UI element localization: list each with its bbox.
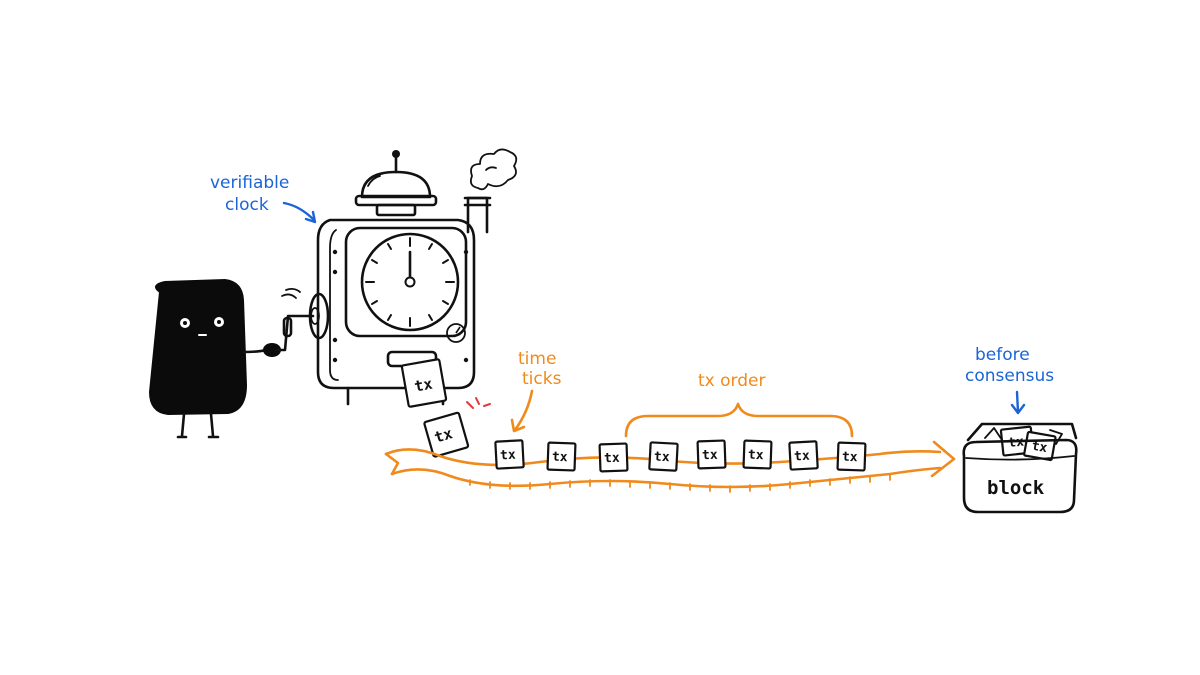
pressure-gauge-icon xyxy=(446,323,466,343)
tape-tx-card: tx xyxy=(598,442,629,473)
tx-order-annotation: tx order xyxy=(624,371,854,438)
character-right-leg-icon xyxy=(207,412,220,439)
bell-icon xyxy=(354,150,438,217)
tape-tx-list: tx tx tx tx tx tx tx tx xyxy=(494,439,867,473)
falling-tx-label: tx xyxy=(432,424,454,446)
verifiable-clock-arrowhead-icon xyxy=(304,210,317,224)
printing-tx-card: tx xyxy=(400,358,448,408)
tx-order-label: tx order xyxy=(698,371,765,391)
time-ticks-annotation: time ticks xyxy=(510,349,562,433)
character-arm-icon xyxy=(242,348,268,354)
tape-tx-card: tx xyxy=(742,439,773,470)
tape-tx-card: tx xyxy=(788,440,819,471)
tape-tx-label: tx xyxy=(552,450,568,466)
character-left-leg-icon xyxy=(176,412,188,439)
tape-tx-label: tx xyxy=(654,450,671,466)
block-tx-label: tx xyxy=(1030,439,1048,457)
tape-tx-card: tx xyxy=(696,439,727,470)
verifiable-clock-arrow-icon xyxy=(282,201,316,222)
verifiable-clock-label-line1: verifiable xyxy=(210,173,289,193)
block-tx-label: tx xyxy=(1008,434,1025,451)
before-consensus-label-line2: consensus xyxy=(965,366,1054,386)
block-box-icon: tx tx block xyxy=(962,422,1078,514)
clock-face-icon xyxy=(344,226,468,338)
time-ticks-label-line2: ticks xyxy=(522,369,562,389)
spark-icon xyxy=(466,397,491,409)
tx-order-brace-icon xyxy=(624,402,854,438)
tape-tx-label: tx xyxy=(604,451,620,467)
time-ticks-arrow-icon xyxy=(513,389,534,432)
time-ticks-label-line1: time xyxy=(518,349,556,369)
tape-tx-card: tx xyxy=(546,441,577,472)
steam-cloud-icon xyxy=(463,148,518,234)
verifiable-clock-label-line2: clock xyxy=(225,195,269,215)
before-consensus-label-line1: before xyxy=(975,345,1030,365)
before-consensus-annotation: before consensus xyxy=(965,345,1054,415)
character-icon xyxy=(148,278,281,439)
block-label: block xyxy=(987,477,1045,499)
tape-tx-label: tx xyxy=(748,448,764,464)
tape-tx-label: tx xyxy=(794,449,811,465)
clock-machine-icon xyxy=(274,148,518,406)
verifiable-clock-annotation: verifiable clock xyxy=(210,173,317,224)
before-consensus-arrow-icon xyxy=(1015,390,1020,414)
crank-handle-icon[interactable] xyxy=(274,287,330,352)
tape-tx-label: tx xyxy=(702,448,718,464)
tape-tx-card: tx xyxy=(836,441,867,472)
tape-tx-label: tx xyxy=(500,448,517,464)
tape-tx-label: tx xyxy=(842,450,858,466)
block-tx-card xyxy=(1023,430,1057,462)
falling-tx-card: tx xyxy=(423,411,470,458)
tape-tx-card: tx xyxy=(648,441,679,472)
tape-tx-card: tx xyxy=(494,439,525,470)
printing-tx-label: tx xyxy=(413,375,434,396)
